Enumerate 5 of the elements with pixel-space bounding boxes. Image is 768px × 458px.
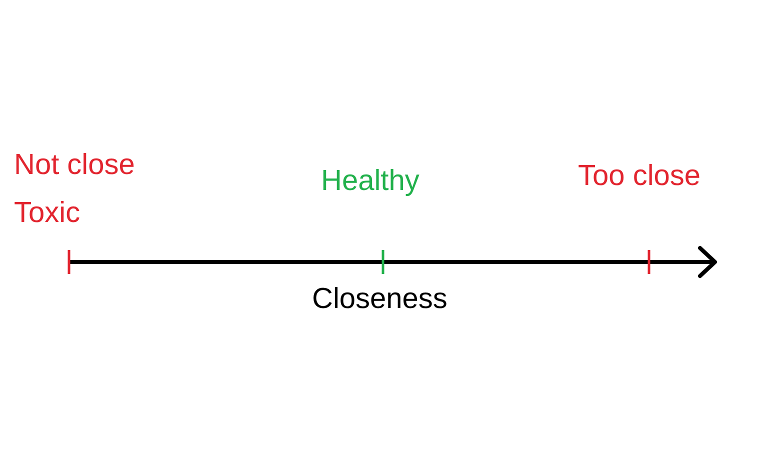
scale-label: Too close xyxy=(578,159,701,193)
scale-label: Toxic xyxy=(14,196,80,230)
axis-label: Closeness xyxy=(312,282,448,316)
scale-label: Not close xyxy=(14,148,135,182)
scale-label: Healthy xyxy=(321,164,420,198)
